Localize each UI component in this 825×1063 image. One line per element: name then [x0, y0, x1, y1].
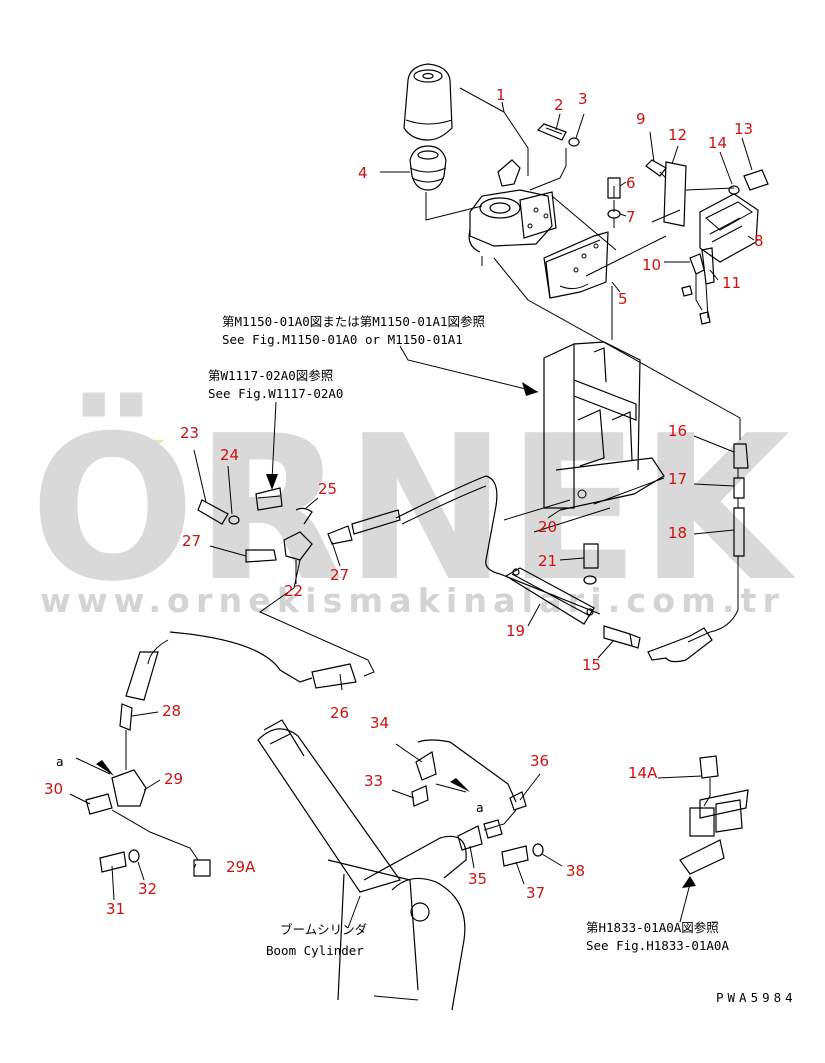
bolt-37	[501, 845, 529, 867]
callout-34: 34	[370, 714, 389, 732]
fitting-16	[733, 443, 749, 469]
view-marker-a-right: a	[476, 800, 484, 815]
callout-18: 18	[668, 524, 687, 542]
callout-5: 5	[618, 290, 628, 308]
valve-29	[111, 769, 147, 807]
callout-4: 4	[358, 164, 368, 182]
detail-14a	[679, 755, 749, 923]
callout-25: 25	[318, 480, 337, 498]
callout-24: 24	[220, 446, 239, 464]
bolt-2	[536, 123, 567, 141]
callout-20: 20	[538, 518, 557, 536]
boom-cylinder	[257, 719, 467, 1011]
bolt-13	[743, 169, 769, 191]
hoses	[75, 443, 749, 877]
callout-14a: 14A	[628, 764, 658, 782]
view-marker-a-left: a	[56, 754, 64, 769]
ref-h-en: See Fig.H1833-01A0A	[586, 938, 729, 953]
callout-29a: 29A	[226, 858, 256, 876]
reference-leaders	[266, 345, 539, 929]
connector-10	[689, 253, 705, 275]
callout-29: 29	[164, 770, 183, 788]
filter-head	[469, 189, 553, 247]
callout-30: 30	[44, 780, 63, 798]
washer-38	[532, 843, 544, 857]
bolt-6	[607, 177, 621, 199]
callout-8: 8	[754, 232, 764, 250]
callout-37: 37	[526, 884, 545, 902]
bolt-9	[645, 159, 667, 177]
watermark-umlaut-right	[124, 440, 164, 460]
callout-7: 7	[626, 208, 636, 226]
mast	[503, 341, 665, 533]
hose-18	[733, 507, 745, 557]
ref-mast-en: See Fig.M1150-01A0 or M1150-01A1	[222, 332, 463, 347]
callout-1: 1	[496, 86, 506, 104]
callout-12: 12	[668, 126, 687, 144]
callout-9: 9	[636, 110, 646, 128]
callouts: 1 2 3 4 5 6 7 8 9 10 11 12 13 14 14A 15 …	[44, 86, 764, 918]
hose-26	[311, 663, 357, 689]
callout-11: 11	[722, 274, 741, 292]
bolt-21	[583, 543, 599, 569]
fitting-30	[85, 793, 113, 815]
ref-w-en: See Fig.W1117-02A0	[208, 386, 343, 401]
ref-boom-en: Boom Cylinder	[266, 943, 364, 958]
callout-35: 35	[468, 870, 487, 888]
block-22	[283, 531, 313, 561]
bracket-12	[663, 161, 687, 227]
callout-10: 10	[642, 256, 661, 274]
ref-boom-jp: ブームシリンダ	[280, 922, 367, 937]
connector-11	[701, 247, 715, 285]
bolt-23	[197, 499, 229, 525]
callout-32: 32	[138, 880, 157, 898]
assembly-lines	[425, 87, 741, 440]
callout-26: 26	[330, 704, 349, 722]
hose-19	[504, 567, 595, 625]
controller-8	[699, 193, 759, 263]
callout-28: 28	[162, 702, 181, 720]
callout-17: 17	[668, 470, 687, 488]
watermark-url: www.ornekismakinalari.com.tr	[40, 581, 785, 620]
callout-31: 31	[106, 900, 125, 918]
bolt-31	[99, 851, 127, 873]
callout-16: 16	[668, 422, 687, 440]
callout-19: 19	[506, 622, 525, 640]
ref-mast-jp: 第M1150-01A0図または第M1150-01A1図参照	[222, 314, 485, 329]
callout-36: 36	[530, 752, 549, 770]
callout-2: 2	[554, 96, 564, 114]
filter-element	[403, 63, 453, 141]
callout-6: 6	[626, 174, 636, 192]
drawing-code: PWA5984	[716, 990, 797, 1005]
callout-27-right: 27	[330, 566, 349, 584]
callout-14: 14	[708, 134, 727, 152]
fitting-17	[733, 477, 745, 499]
callout-38: 38	[566, 862, 585, 880]
washer-3	[568, 137, 580, 147]
callout-33: 33	[364, 772, 383, 790]
top-assembly	[403, 63, 769, 325]
ref-w-jp: 第W1117-02A0図参照	[208, 368, 333, 383]
washer-14	[728, 185, 740, 195]
hose-main	[395, 475, 601, 615]
callout-27-left: 27	[182, 532, 201, 550]
hose-33-38	[417, 739, 517, 803]
callout-23: 23	[180, 424, 199, 442]
callout-15: 15	[582, 656, 601, 674]
callout-22: 22	[284, 582, 303, 600]
reference-notes: 第M1150-01A0図または第M1150-01A1図参照 See Fig.M1…	[56, 314, 797, 1005]
ref-h-jp: 第H1833-01A0A図参照	[586, 920, 719, 935]
callout-21: 21	[538, 552, 557, 570]
callout-13: 13	[734, 120, 753, 138]
washer-32	[128, 849, 140, 863]
filter-body	[409, 145, 447, 191]
watermark-umlaut-left	[78, 440, 118, 460]
callout-leaders	[69, 101, 755, 901]
callout-3: 3	[578, 90, 588, 108]
